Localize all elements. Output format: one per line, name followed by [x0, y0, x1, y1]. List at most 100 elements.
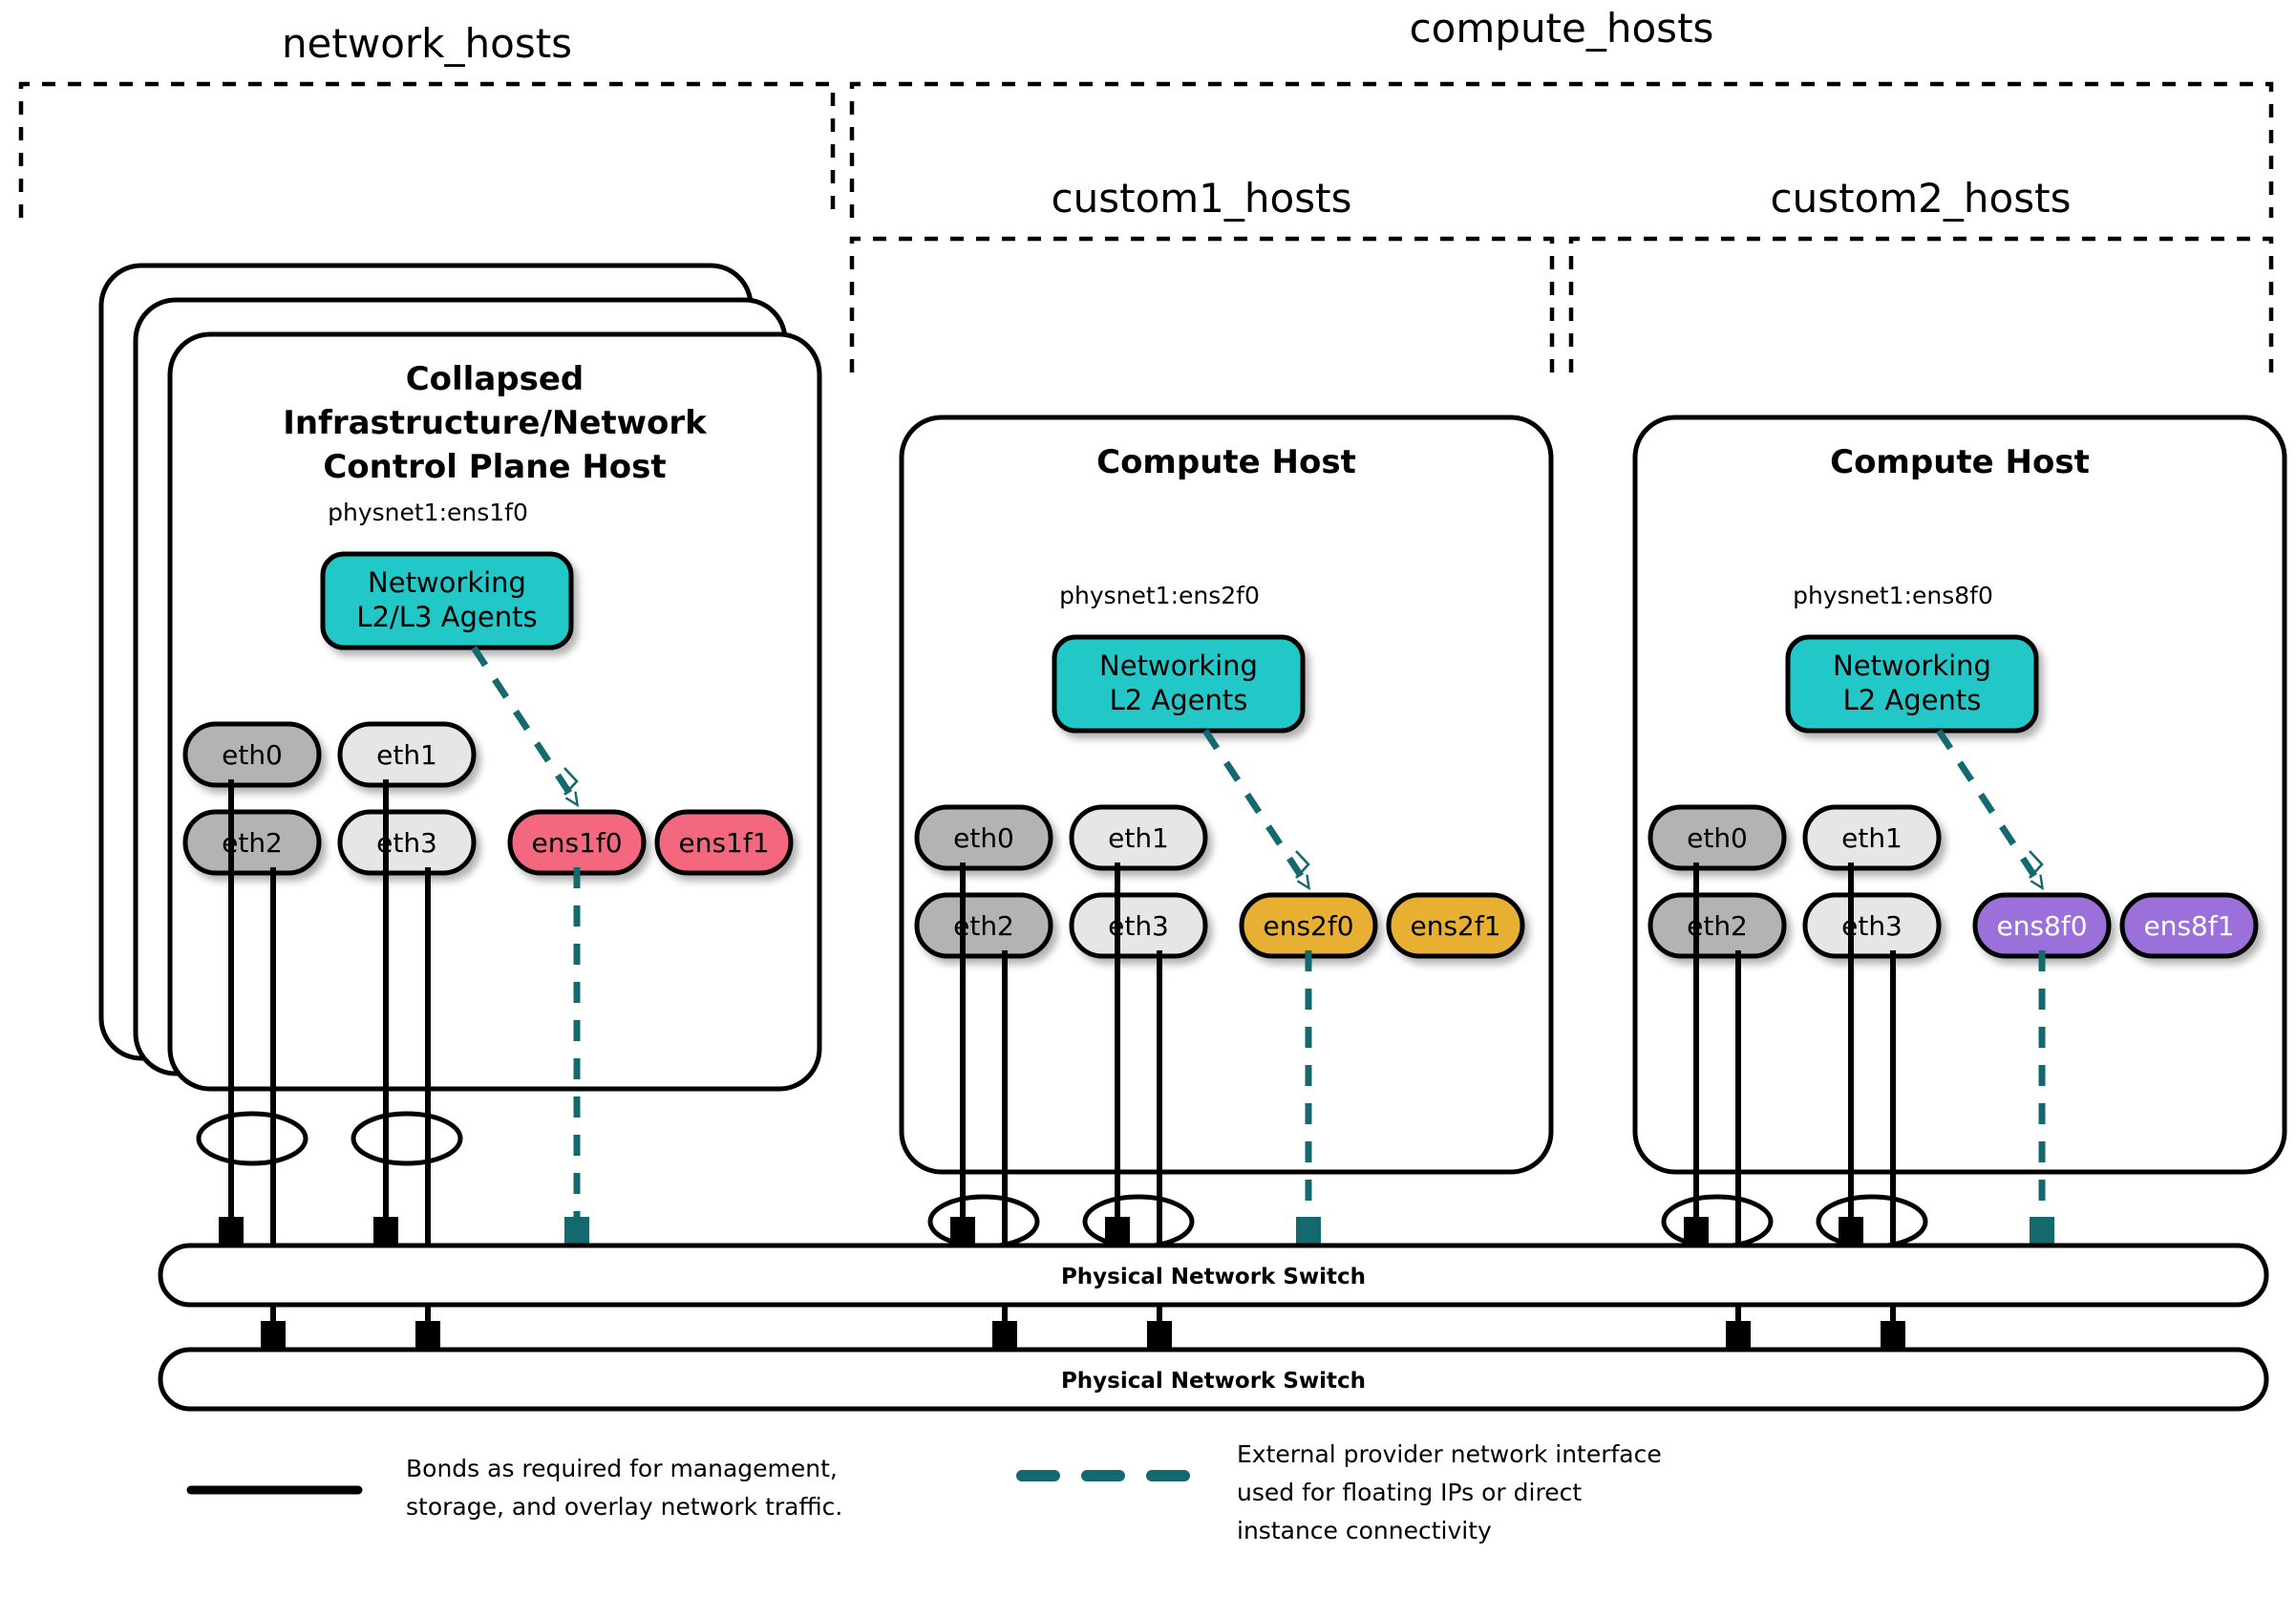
interface-label: ens8f0: [1996, 910, 2087, 942]
interface-pill-eth1[interactable]: eth1: [1802, 804, 1942, 871]
agent-label-line: Networking: [368, 566, 526, 599]
switch-port-connector: [992, 1321, 1017, 1350]
legend-text-line: used for floating IPs or direct: [1237, 1479, 1582, 1506]
pill-body: [914, 892, 1053, 959]
interface-pill-eth2[interactable]: eth2: [182, 809, 322, 876]
host-card-front: [1632, 415, 2287, 1175]
interface-pill-eth2[interactable]: eth2: [1648, 892, 1787, 959]
interface-pill-ens1f1[interactable]: ens1f1: [654, 809, 794, 876]
interface-pill-eth1[interactable]: eth1: [1069, 804, 1208, 871]
agent-label-line: L2/L3 Agents: [356, 601, 537, 633]
interface-pill-eth0[interactable]: eth0: [1648, 804, 1787, 871]
pill-body: [1648, 892, 1787, 959]
legend-text-line: External provider network interface: [1237, 1440, 1662, 1468]
group-custom2_hosts: custom2_hosts: [1568, 175, 2274, 373]
interface-pill-ens8f0[interactable]: ens8f0: [1972, 892, 2112, 959]
interface-pill-eth3[interactable]: eth3: [337, 809, 477, 876]
legend-entry-legend-provider: External provider network interface used …: [1016, 1440, 1662, 1544]
pill-body: [2119, 892, 2259, 959]
physnet-label: physnet1:ens2f0: [1059, 582, 1260, 609]
agent-label-line: L2 Agents: [1110, 684, 1248, 716]
switch-port-connector: [950, 1217, 975, 1246]
interface-label: ens1f0: [531, 827, 622, 859]
switch-port-connector-provider: [564, 1217, 589, 1246]
legend-text-line: Bonds as required for management,: [406, 1455, 838, 1482]
pill-body: [654, 809, 794, 876]
agent-label-line: L2 Agents: [1843, 684, 1982, 716]
group-compute_hosts: compute_hosts: [849, 5, 2274, 218]
interface-pill-ens2f1[interactable]: ens2f1: [1386, 892, 1525, 959]
switch-label: Physical Network Switch: [1061, 1265, 1366, 1289]
switch-top[interactable]: Physical Network Switch: [158, 1243, 2269, 1308]
group-outline: [849, 236, 1555, 373]
pill-body: [1648, 804, 1787, 871]
host-title-line: Compute Host: [1096, 443, 1356, 481]
legend-entry-legend-bond: Bonds as required for management, storage…: [186, 1455, 842, 1521]
interface-pill-eth2[interactable]: eth2: [914, 892, 1053, 959]
provider-arrow-chevron: [2029, 850, 2044, 879]
switch-port-connector-provider: [2030, 1217, 2054, 1246]
group-label-custom2_hosts: custom2_hosts: [1771, 175, 2072, 222]
interface-label: eth0: [1687, 822, 1748, 854]
bond-ellipse: [1082, 1194, 1195, 1249]
host-title-line: Collapsed: [406, 360, 585, 398]
interface-label: ens2f0: [1263, 910, 1353, 942]
pill-body: [337, 809, 477, 876]
bond-ellipse: [1816, 1194, 1928, 1249]
legend-text-line: instance connectivity: [1237, 1517, 1492, 1544]
switch-bottom[interactable]: Physical Network Switch: [158, 1347, 2269, 1412]
host-title-line: Infrastructure/Network: [283, 404, 708, 442]
bond-ellipse: [351, 1111, 463, 1166]
group-outline: [18, 81, 836, 218]
group-network_hosts: network_hosts: [18, 20, 836, 218]
host-wiring: physnet1:ens2f0: [927, 582, 1321, 1350]
interface-label: eth1: [1841, 822, 1903, 854]
switch-port-connector: [1147, 1321, 1172, 1350]
interface-pill-eth1[interactable]: eth1: [337, 721, 477, 788]
switch-port-connector: [1105, 1217, 1130, 1246]
interface-label: eth1: [1108, 822, 1169, 854]
interface-label: eth0: [222, 739, 283, 771]
pill-body: [1802, 892, 1942, 959]
bond-ellipse: [927, 1194, 1040, 1249]
interface-pill-eth0[interactable]: eth0: [914, 804, 1053, 871]
switch-port-connector: [1839, 1217, 1863, 1246]
pill-body: [182, 809, 322, 876]
interface-pill-ens8f1[interactable]: ens8f1: [2119, 892, 2259, 959]
physnet-label: physnet1:ens1f0: [328, 499, 528, 526]
host-title-line: Control Plane Host: [323, 448, 666, 486]
legend-text-line: storage, and overlay network traffic.: [406, 1493, 842, 1521]
interface-pill-eth0[interactable]: eth0: [182, 721, 322, 788]
physnet-label: physnet1:ens8f0: [1793, 582, 1993, 609]
provider-arrow-chevron: [1295, 850, 1310, 879]
pill-body: [337, 721, 477, 788]
interface-pill-ens2f0[interactable]: ens2f0: [1239, 892, 1378, 959]
switch-port-connector: [219, 1217, 244, 1246]
group-custom1_hosts: custom1_hosts: [849, 175, 1555, 373]
provider-network-link: [1202, 729, 1311, 887]
agent-box: [320, 551, 574, 650]
switch-port-connector-provider: [1296, 1217, 1321, 1246]
switch-bar: [158, 1347, 2269, 1412]
interface-pill-eth3[interactable]: eth3: [1069, 892, 1208, 959]
interface-pill-eth3[interactable]: eth3: [1802, 892, 1942, 959]
agent-label-line: Networking: [1099, 649, 1258, 682]
switch-label: Physical Network Switch: [1061, 1369, 1366, 1394]
provider-network-link: [1936, 729, 2045, 887]
interface-label: eth0: [953, 822, 1014, 854]
pill-body: [1386, 892, 1525, 959]
interface-label: ens2f1: [1410, 910, 1500, 942]
host-card-front: [899, 415, 1554, 1175]
interface-pill-ens1f0[interactable]: ens1f0: [507, 809, 647, 876]
